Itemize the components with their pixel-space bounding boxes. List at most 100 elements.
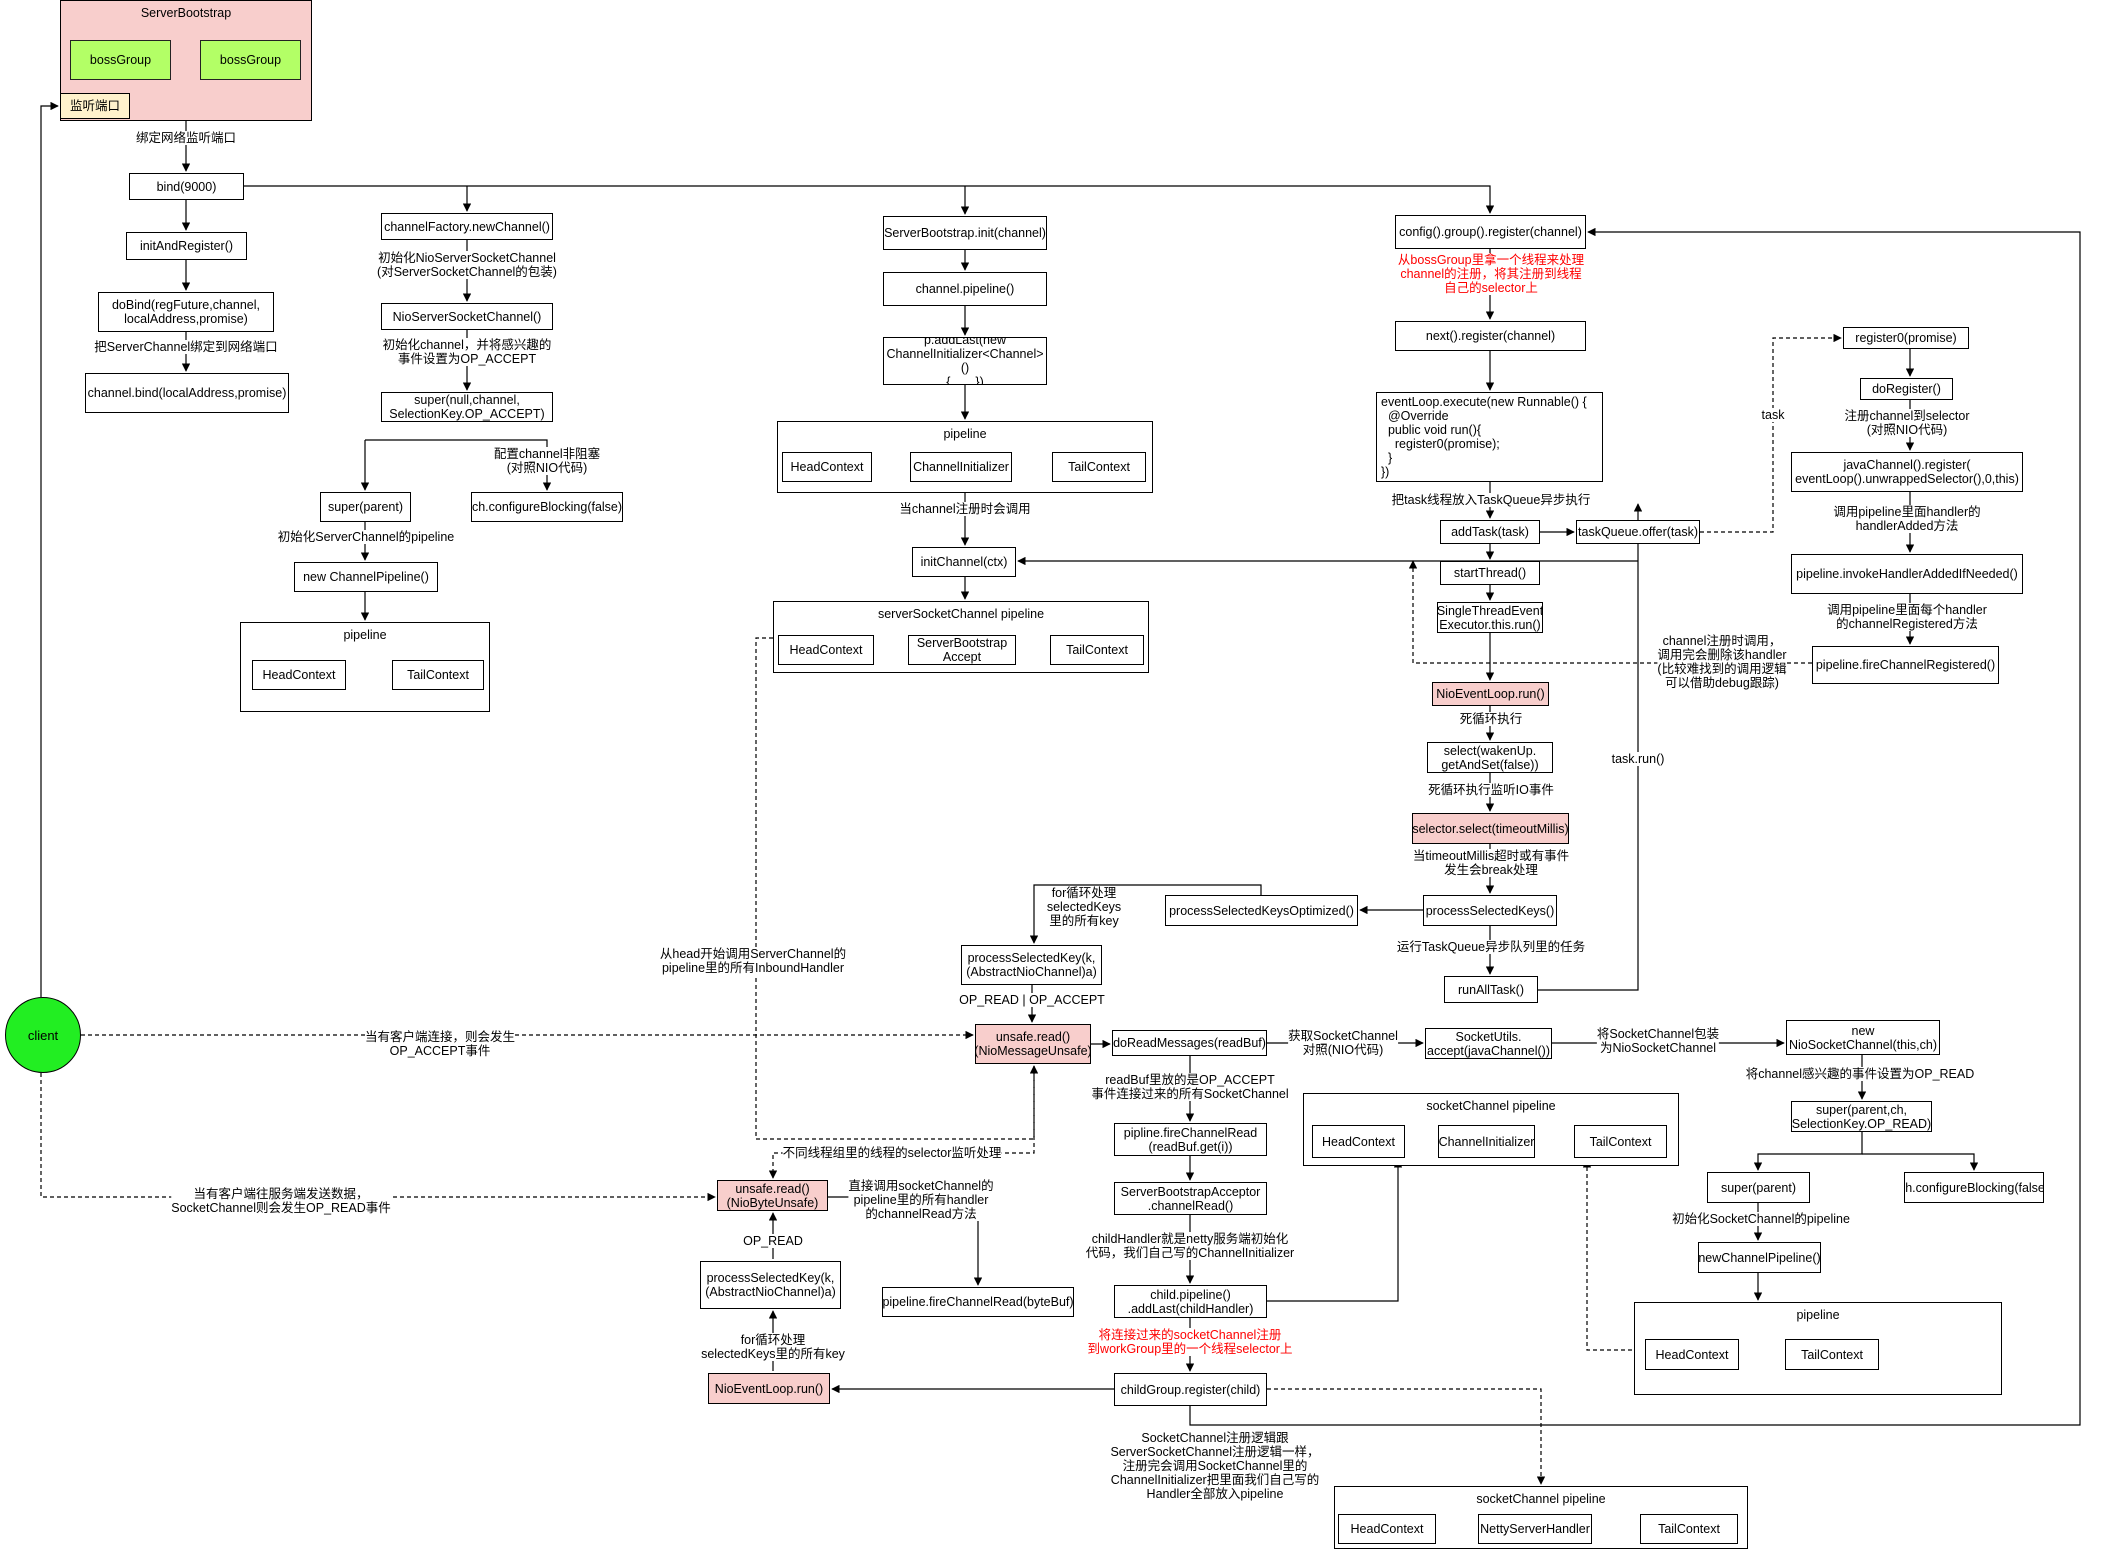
- node-process-selected-key2: processSelectedKey(k, (AbstractNioChanne…: [700, 1261, 841, 1309]
- node-p3-acceptor: ServerBootstrap Accept: [908, 635, 1016, 665]
- label-read-event: 当有客户端往服务端发送数据， SocketChannel则会发生OP_READ事…: [171, 1187, 391, 1215]
- node-p3-tail: TailContext: [1050, 635, 1144, 665]
- container-title: ServerBootstrap: [140, 6, 232, 20]
- label-from-boss: 从bossGroup里拿一个线程来处理 channel的注册，将其注册到线程 自…: [1397, 253, 1585, 295]
- label-set-op-read: 将channel感兴趣的事件设置为OP_READ: [1745, 1067, 1975, 1081]
- node-register0: register0(promise): [1843, 327, 1969, 349]
- node-select-waken-up: select(wakenUp. getAndSet(false)): [1427, 742, 1553, 773]
- node-listen: 监听端口: [60, 93, 130, 119]
- container-title: pipeline: [943, 427, 987, 441]
- node-new-channel-pipeline2: newChannelPipeline(): [1698, 1242, 1821, 1273]
- node-new-nio-socket-channel: new NioSocketChannel(this,ch): [1786, 1020, 1940, 1055]
- label-timeout: 当timeoutMillis超时或有事件 发生会break处理: [1412, 849, 1570, 877]
- node-super-parent1: super(parent): [320, 492, 411, 522]
- node-process-selected-keys: processSelectedKeys(): [1423, 895, 1557, 926]
- flow-arrow: [1538, 503, 1643, 991]
- label-init-nio: 初始化NioServerSocketChannel (对ServerSocket…: [377, 251, 557, 279]
- node-p-add-last: p.addLast(new ChannelInitializer<Channel…: [883, 337, 1047, 385]
- flow-arrow: [1753, 1132, 1863, 1171]
- flow-arrow: [1189, 227, 2081, 1426]
- node-config-blocking1: ch.configureBlocking(false): [471, 492, 623, 522]
- node-p4-head: HeadContext: [1312, 1125, 1405, 1158]
- node-boss2: bossGroup: [200, 40, 301, 80]
- node-child-pipeline-add-last: child.pipeline() .addLast(childHandler): [1114, 1285, 1267, 1318]
- label-for-loop1: for循环处理 selectedKeys 里的所有key: [1046, 886, 1122, 928]
- dashed-arrow: [755, 637, 1039, 1140]
- flow-arrow: [1029, 884, 1262, 944]
- node-super-parent-ch: super(parent,ch, SelectionKey.OP_READ): [1791, 1101, 1932, 1132]
- node-init-and-register: initAndRegister(): [126, 232, 247, 260]
- label-read-buf: readBuf里放的是OP_ACCEPT 事件连接过来的所有SocketChan…: [1091, 1073, 1289, 1101]
- client-circle: client: [5, 997, 81, 1073]
- label-op-read-accept: OP_READ | OP_ACCEPT: [959, 993, 1105, 1007]
- label-channel-registered: 调用pipeline里面每个handler 的channelRegistered…: [1827, 603, 1987, 631]
- node-p4-tail: TailContext: [1574, 1125, 1667, 1158]
- node-unsafe-read1: unsafe.read() (NioMessageUnsafe): [975, 1024, 1091, 1064]
- node-do-read-messages: doReadMessages(readBuf): [1112, 1030, 1267, 1056]
- container-title: pipeline: [343, 628, 387, 642]
- node-process-selected-key1: processSelectedKey(k, (AbstractNioChanne…: [961, 945, 1102, 985]
- node-p6-netty: NettyServerHandler: [1478, 1514, 1592, 1544]
- node-super-null: super(null,channel, SelectionKey.OP_ACCE…: [381, 392, 553, 422]
- label-op-read: OP_READ: [743, 1234, 803, 1248]
- node-single-thread: SingleThreadEvent Executor.this.run(): [1437, 602, 1543, 633]
- label-non-blocking1: 配置channel非阻塞 (对照NIO代码): [493, 447, 601, 475]
- label-dead-loop2: 死循环执行监听IO事件: [1428, 783, 1554, 797]
- container-title: socketChannel pipeline: [1426, 1099, 1556, 1113]
- node-unsafe-read2: unsafe.read() (NioByteUnsafe): [717, 1180, 828, 1211]
- container-title: socketChannel pipeline: [1476, 1492, 1606, 1506]
- label-bind-port: 绑定网络监听端口: [135, 131, 237, 145]
- node-pipeline-fire-channel-read: pipline.fireChannelRead (readBuf.get(i)): [1114, 1123, 1267, 1156]
- node-p6-tail: TailContext: [1640, 1514, 1738, 1544]
- label-remove-handler: channel注册时调用， 调用完会删除该handler (比较难找到的调用逻辑…: [1657, 634, 1787, 690]
- node-p6-head: HeadContext: [1338, 1514, 1436, 1544]
- label-init-pipeline1: 初始化ServerChannel的pipeline: [277, 530, 455, 544]
- label-init-pipeline2: 初始化SocketChannel的pipeline: [1672, 1212, 1850, 1226]
- label-child-handler: childHandler就是netty服务端初始化 代码，我们自己写的Chann…: [1085, 1232, 1295, 1260]
- node-fire-channel-read-byte-buf: pipeline.fireChannelRead(byteBuf): [882, 1287, 1074, 1317]
- node-p3-head: HeadContext: [778, 635, 874, 665]
- node-p1-head: HeadContext: [252, 660, 346, 690]
- flow-arrow: [1862, 1153, 1979, 1171]
- label-accept-event: 当有客户端连接，则会发生 OP_ACCEPT事件: [364, 1030, 516, 1058]
- dashed-arrow: [1267, 1388, 1546, 1485]
- label-init-interest: 初始化channel，并将感兴趣的 事件设置为OP_ACCEPT: [382, 338, 552, 366]
- node-new-channel-pipeline1: new ChannelPipeline(): [294, 562, 438, 592]
- label-get-socket-channel: 获取SocketChannel 对照(NIO代码): [1288, 1029, 1398, 1057]
- label-call-channel-read: 直接调用socketChannel的 pipeline里的所有handler 的…: [848, 1179, 994, 1221]
- flow-arrow: [40, 101, 59, 997]
- label-run-task-queue: 运行TaskQueue异步队列里的任务: [1396, 940, 1586, 954]
- label-same-logic: SocketChannel注册逻辑跟 ServerSocketChannel注册…: [1110, 1431, 1320, 1501]
- node-nio-event-loop-run1: NioEventLoop.run(): [1432, 682, 1549, 706]
- node-process-selected-keys-optimized: processSelectedKeysOptimized(): [1165, 895, 1358, 926]
- label-task-run: task.run(): [1611, 752, 1665, 766]
- label-bind-to-port: 把ServerChannel绑定到网络端口: [94, 340, 278, 354]
- label-from-head: 从head开始调用ServerChannel的 pipeline里的所有Inbo…: [659, 947, 847, 975]
- node-do-register: doRegister(): [1860, 378, 1953, 400]
- node-child-group-register: childGroup.register(child): [1114, 1373, 1267, 1406]
- dashed-arrow: [1700, 333, 1842, 533]
- node-bind: bind(9000): [129, 173, 244, 200]
- container-title: serverSocketChannel pipeline: [877, 607, 1045, 621]
- node-invoke-handler-added: pipeline.invokeHandlerAddedIfNeeded(): [1791, 554, 2023, 594]
- node-sb-init: ServerBootstrap.init(channel): [883, 216, 1047, 250]
- node-socket-utils-accept: SocketUtils. accept(javaChannel()): [1425, 1028, 1552, 1059]
- node-boss1: bossGroup: [70, 40, 171, 80]
- dashed-arrow: [40, 1073, 716, 1202]
- node-run-all-task: runAllTask(): [1444, 976, 1538, 1003]
- container-title: pipeline: [1796, 1308, 1840, 1322]
- node-p1-tail: TailContext: [392, 660, 484, 690]
- node-channel-factory: channelFactory.newChannel(): [381, 213, 553, 240]
- node-selector-select: selector.select(timeoutMillis): [1412, 813, 1569, 844]
- node-nio-event-loop-run2: NioEventLoop.run(): [708, 1373, 830, 1404]
- label-when-registered: 当channel注册时会调用: [899, 502, 1031, 516]
- flow-arrow: [1267, 1159, 1403, 1302]
- dashed-arrow: [768, 1066, 1035, 1179]
- dashed-arrow: [1582, 1159, 1632, 1351]
- node-fire-channel-registered: pipeline.fireChannelRegistered(): [1812, 646, 1999, 684]
- node-super-parent2: super(parent): [1707, 1172, 1810, 1203]
- node-init-channel-ctx: initChannel(ctx): [912, 547, 1016, 577]
- node-task-queue-offer: taskQueue.offer(task): [1576, 520, 1700, 544]
- label-dead-loop1: 死循环执行: [1459, 712, 1523, 726]
- label-handler-added: 调用pipeline里面handler的 handlerAdded方法: [1833, 505, 1981, 533]
